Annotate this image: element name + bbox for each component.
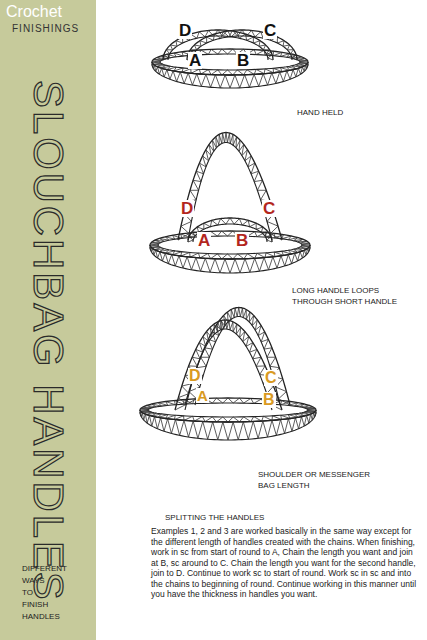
handle-stitches bbox=[175, 320, 282, 410]
bag-rim-stitches bbox=[152, 49, 308, 75]
handle-edge bbox=[188, 143, 272, 241]
page-title: SLOUCHBAG HANDLES bbox=[27, 80, 69, 603]
bag-rim-edge bbox=[148, 403, 308, 417]
handle-edge bbox=[175, 320, 282, 410]
handle-edge bbox=[185, 329, 272, 410]
bag-rim-edge bbox=[152, 49, 308, 75]
point-letter: A bbox=[188, 52, 202, 69]
point-letter: B bbox=[262, 392, 276, 408]
bag-rim-edge bbox=[150, 231, 310, 259]
point-letter: C bbox=[264, 370, 278, 386]
bag-body-edge bbox=[140, 412, 316, 440]
bag-body-stitches bbox=[152, 62, 308, 88]
shoulder-bag bbox=[140, 308, 316, 441]
point-letter: C bbox=[262, 200, 276, 217]
brand-word: Crochet bbox=[6, 2, 62, 22]
handle-stitches bbox=[178, 133, 282, 241]
point-letter: A bbox=[196, 388, 209, 403]
figure-caption: SHOULDER OR MESSENGER BAG LENGTH bbox=[258, 470, 378, 492]
section-heading: SPLITTING THE HANDLES bbox=[165, 513, 264, 523]
bag-body-edge bbox=[152, 62, 308, 75]
bag-body-edge bbox=[150, 245, 310, 259]
bag-body-stitches bbox=[150, 245, 310, 273]
hand-held-bag bbox=[152, 30, 308, 88]
bag-rim-edge bbox=[160, 54, 300, 70]
point-letter: D bbox=[188, 368, 202, 384]
bag-body-edge bbox=[140, 410, 316, 422]
point-letter: D bbox=[178, 22, 192, 39]
long-loop-bag bbox=[150, 133, 310, 274]
point-letter: B bbox=[235, 232, 249, 249]
point-letter: C bbox=[263, 22, 277, 39]
panel-note: DIFFERENT WAYS TO FINISH HANDLES bbox=[22, 563, 82, 623]
instructions: Examples 1, 2 and 3 are worked basically… bbox=[151, 526, 421, 600]
figure-caption: LONG HANDLE LOOPS THROUGH SHORT HANDLE bbox=[292, 286, 404, 308]
figure-caption: HAND HELD bbox=[297, 108, 343, 118]
brand-subtitle: FINISHINGS bbox=[12, 23, 79, 36]
bag-rim-stitches bbox=[150, 231, 310, 259]
point-letter: B bbox=[236, 52, 250, 69]
handle-edge bbox=[178, 133, 282, 241]
bag-body-stitches bbox=[140, 410, 316, 440]
bag-body-edge bbox=[150, 247, 310, 273]
point-letter: A bbox=[197, 232, 211, 249]
point-letter: D bbox=[180, 200, 194, 217]
bag-body-edge bbox=[152, 64, 308, 88]
